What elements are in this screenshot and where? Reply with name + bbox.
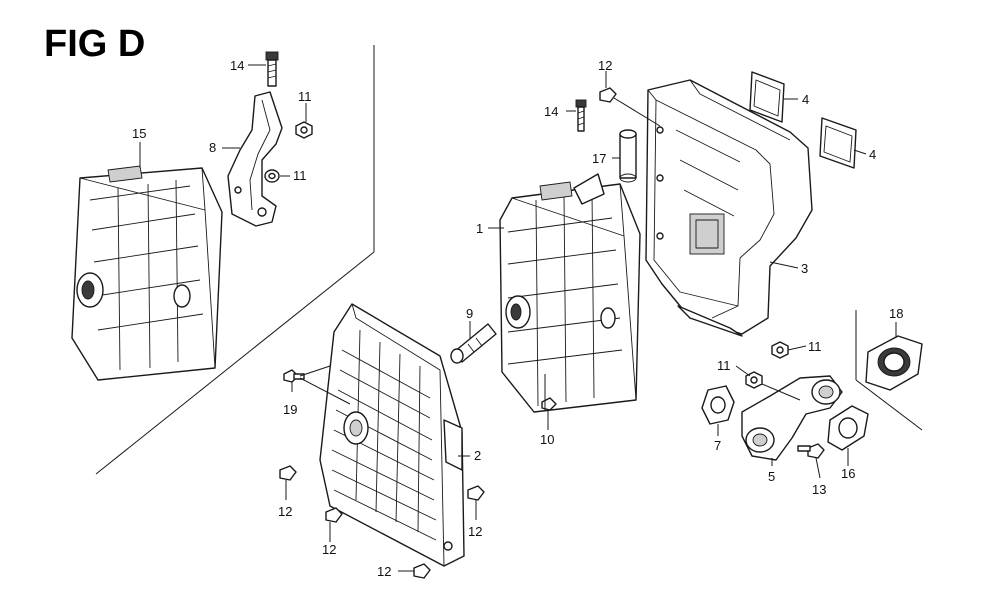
callout-7: 7 xyxy=(714,438,721,453)
part-13-bolt xyxy=(797,443,825,459)
callout-4-upper: 4 xyxy=(802,92,809,107)
part-7-gasket xyxy=(701,385,735,425)
callout-2: 2 xyxy=(474,448,481,463)
callout-13: 13 xyxy=(812,482,826,497)
part-12-screw-b xyxy=(325,507,343,523)
callout-11-upper-left: 11 xyxy=(298,89,312,104)
callout-11-lower-left: 11 xyxy=(293,168,307,183)
part-11-washer-left xyxy=(264,169,280,183)
part-12-screw-a xyxy=(279,465,297,481)
callout-16: 16 xyxy=(841,466,855,481)
part-1-muffler xyxy=(499,173,641,413)
callout-19: 19 xyxy=(283,402,297,417)
callout-8: 8 xyxy=(209,140,216,155)
part-11-nut-right-upper xyxy=(771,341,789,359)
part-8-bracket xyxy=(227,91,283,227)
callout-14-left: 14 xyxy=(230,58,244,73)
part-9-pipe xyxy=(450,323,497,364)
callout-4-lower: 4 xyxy=(869,147,876,162)
callout-11-right-upper: 11 xyxy=(808,339,822,354)
callout-17: 17 xyxy=(592,151,606,166)
callout-10: 10 xyxy=(540,432,554,447)
part-14-bolt-center xyxy=(575,99,587,132)
callout-18: 18 xyxy=(889,306,903,321)
part-15-muffler xyxy=(71,165,223,381)
callout-12-b: 12 xyxy=(322,542,336,557)
callout-1: 1 xyxy=(476,221,483,236)
leader-lines xyxy=(139,64,897,572)
callout-12-c: 12 xyxy=(468,524,482,539)
separator-line-right-diagonal xyxy=(855,379,923,431)
part-12-screw-e xyxy=(599,87,617,103)
part-19-bolt xyxy=(283,369,305,383)
callout-15: 15 xyxy=(132,126,146,141)
part-18-flange xyxy=(865,335,923,391)
callout-11-right-lower: 11 xyxy=(717,358,731,373)
separator-line-diagonal xyxy=(95,251,375,475)
figure-title: FIG D xyxy=(44,23,145,65)
part-14-bolt-left xyxy=(265,51,279,87)
part-11-nut-upper-left xyxy=(295,121,313,139)
callout-12-d: 12 xyxy=(377,564,391,579)
part-16-gasket xyxy=(827,405,869,451)
callout-14-center: 14 xyxy=(544,104,558,119)
callout-labels: 14 11 8 11 15 9 19 12 12 12 12 2 1 10 14… xyxy=(132,58,903,579)
part-4-plate-lower xyxy=(819,117,857,169)
callout-3: 3 xyxy=(801,261,808,276)
callout-12-a: 12 xyxy=(278,504,292,519)
part-12-screw-d xyxy=(413,563,431,579)
callout-12-e: 12 xyxy=(598,58,612,73)
part-4-plate-upper xyxy=(749,71,785,123)
part-2-muffler-protector xyxy=(319,303,465,567)
part-3-muffler-cover xyxy=(645,79,813,337)
part-12-screw-c xyxy=(467,485,485,501)
part-5-exhaust-elbow xyxy=(741,375,843,461)
callout-9: 9 xyxy=(466,306,473,321)
callout-5: 5 xyxy=(768,469,775,484)
part-17-pipe xyxy=(619,129,637,183)
